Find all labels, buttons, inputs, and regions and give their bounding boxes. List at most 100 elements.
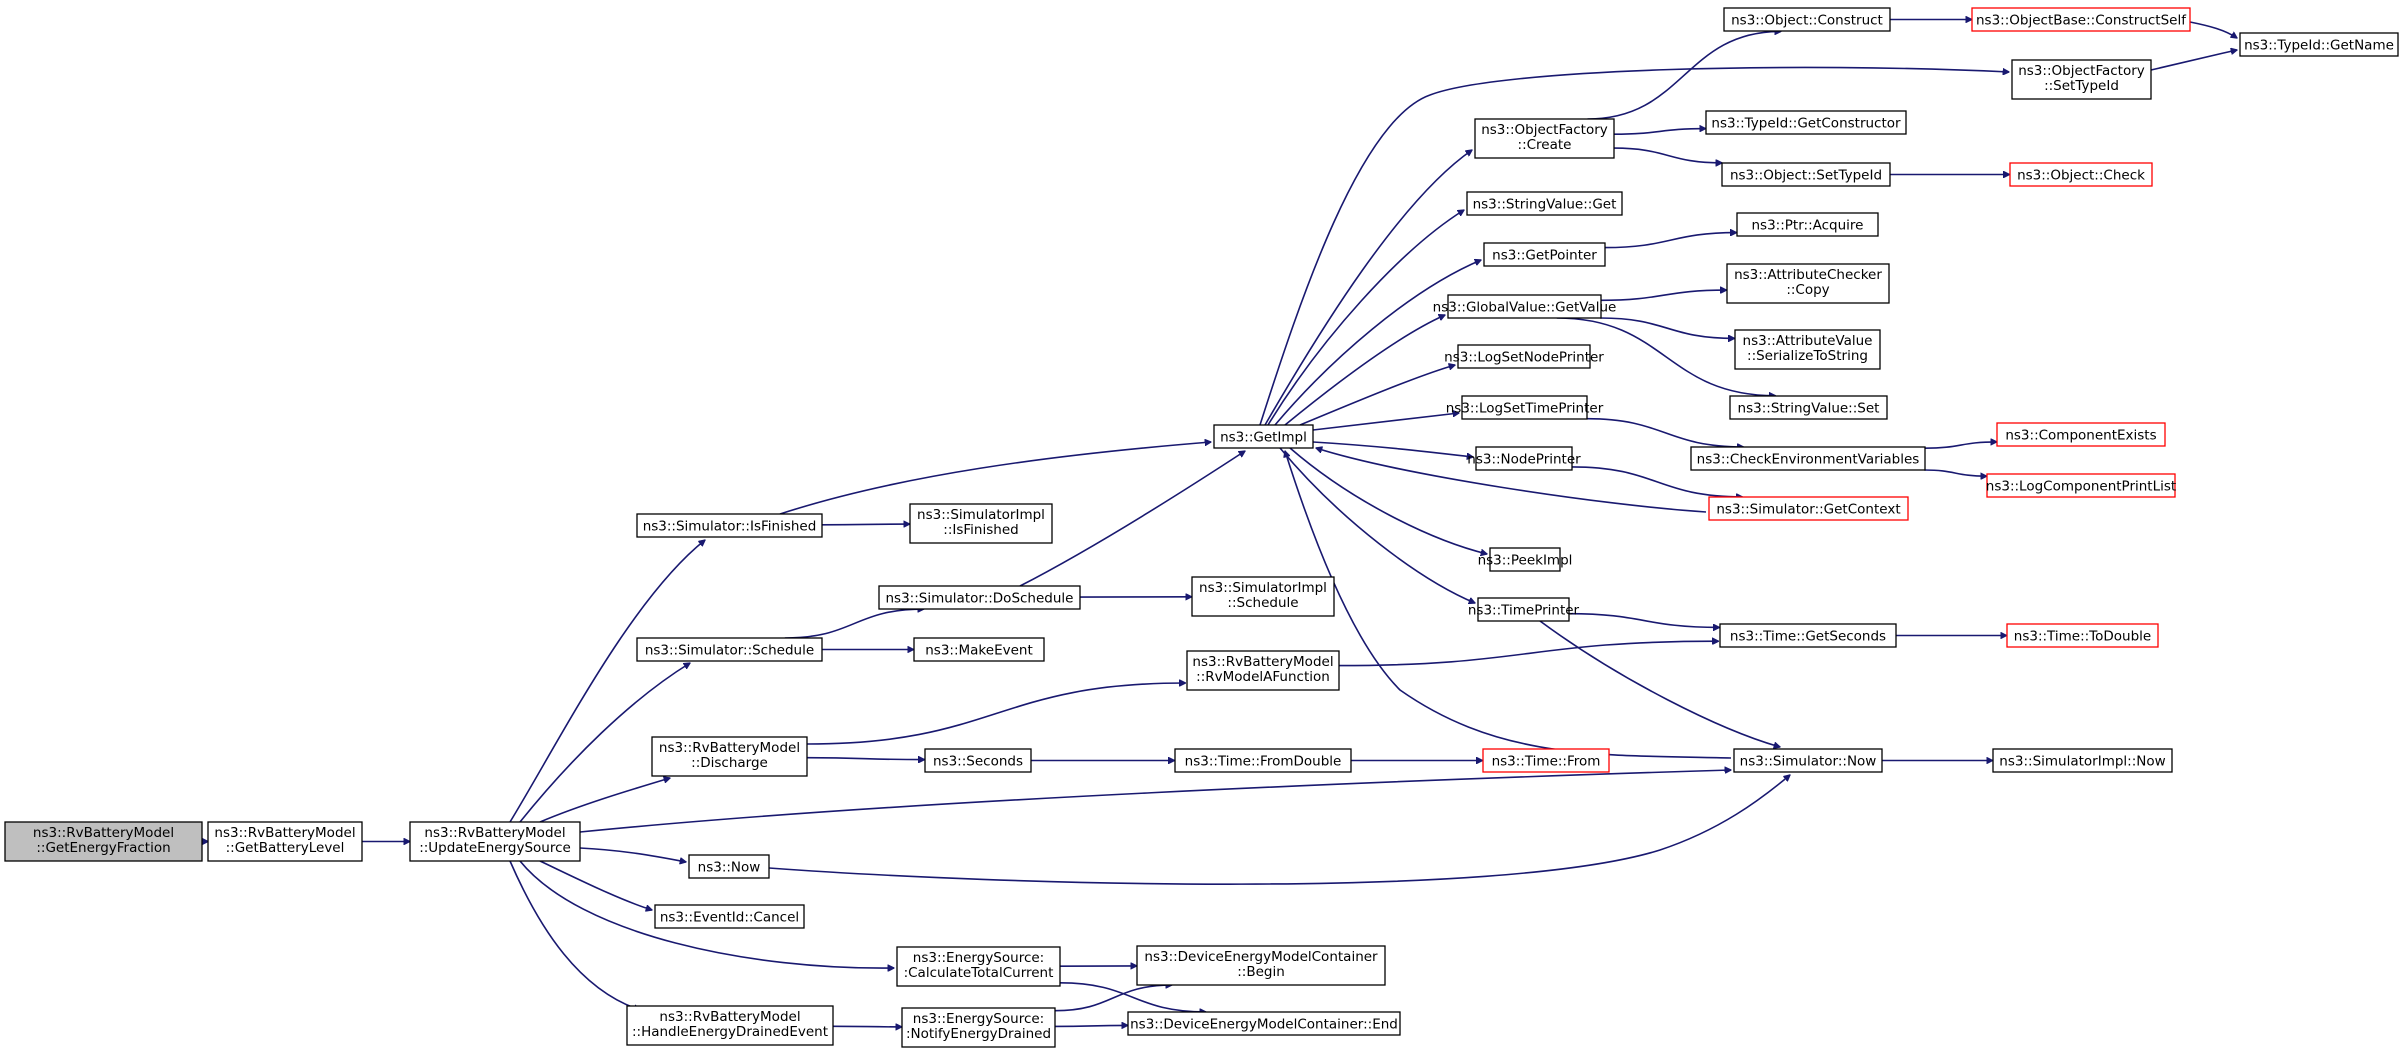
function-node-n14[interactable]: ns3::EnergySource::NotifyEnergyDrained (901, 1007, 1056, 1048)
node-box[interactable] (626, 1005, 834, 1046)
node-box[interactable] (2011, 59, 2152, 100)
node-box[interactable] (688, 854, 770, 879)
node-box[interactable] (1461, 395, 1588, 420)
function-node-n18[interactable]: ns3::DeviceEnergyModelContainer::Begin (1136, 945, 1386, 986)
function-node-n22[interactable]: ns3::StringValue::Get (1466, 191, 1623, 216)
function-node-n42[interactable]: ns3::ObjectBase::ConstructSelf (1971, 7, 2191, 32)
function-node-n6[interactable]: ns3::Now (688, 854, 770, 879)
node-box[interactable] (1708, 496, 1909, 521)
function-node-n20[interactable]: ns3::GetImpl (1213, 424, 1314, 449)
node-box[interactable] (1723, 7, 1891, 32)
function-node-n1[interactable]: ns3::RvBatteryModel::GetBatteryLevel (207, 821, 363, 862)
node-box[interactable] (909, 503, 1053, 544)
function-node-n5[interactable]: ns3::RvBatteryModel::Discharge (651, 736, 808, 777)
function-node-n12[interactable]: ns3::Seconds (924, 748, 1032, 773)
function-node-n9[interactable]: ns3::SimulatorImpl::IsFinished (909, 503, 1053, 544)
function-node-n37[interactable]: ns3::StringValue::Set (1729, 395, 1888, 420)
function-node-n8[interactable]: ns3::RvBatteryModel::HandleEnergyDrained… (626, 1005, 834, 1046)
function-node-n23[interactable]: ns3::GetPointer (1483, 242, 1606, 267)
node-box[interactable] (1734, 329, 1881, 370)
function-node-n13[interactable]: ns3::EnergySource::CalculateTotalCurrent (896, 946, 1061, 987)
function-node-n44[interactable]: ns3::Object::Check (2009, 162, 2153, 187)
function-node-n34[interactable]: ns3::Ptr::Acquire (1736, 212, 1879, 237)
function-node-n32[interactable]: ns3::TypeId::GetConstructor (1705, 110, 1907, 135)
node-box[interactable] (1992, 748, 2173, 773)
node-box[interactable] (1690, 446, 1926, 471)
node-box[interactable] (1721, 162, 1891, 187)
node-box[interactable] (1466, 191, 1623, 216)
function-node-n24[interactable]: ns3::GlobalValue::GetValue (1433, 294, 1617, 319)
node-box[interactable] (409, 821, 581, 862)
node-box[interactable] (1719, 623, 1897, 648)
function-node-n7[interactable]: ns3::EventId::Cancel (654, 904, 805, 929)
function-node-n45[interactable]: ns3::ComponentExists (1996, 422, 2166, 447)
function-node-n47[interactable]: ns3::Time::ToDouble (2006, 623, 2159, 648)
function-node-n31[interactable]: ns3::Object::Construct (1723, 7, 1891, 32)
function-node-n3[interactable]: ns3::Simulator::IsFinished (636, 513, 823, 538)
node-box[interactable] (207, 821, 363, 862)
function-node-n19[interactable]: ns3::DeviceEnergyModelContainer::End (1127, 1011, 1401, 1036)
function-node-n30[interactable]: ns3::Time::From (1482, 748, 1610, 773)
node-box[interactable] (1733, 748, 1883, 773)
function-node-n16[interactable]: ns3::RvBatteryModel::RvModelAFunction (1186, 650, 1340, 691)
node-box[interactable] (1475, 446, 1573, 471)
node-box[interactable] (4, 821, 203, 862)
function-node-n27[interactable]: ns3::NodePrinter (1467, 446, 1581, 471)
function-node-n46[interactable]: ns3::LogComponentPrintList (1986, 473, 2176, 498)
function-node-n38[interactable]: ns3::CheckEnvironmentVariables (1690, 446, 1926, 471)
function-node-n21[interactable]: ns3::ObjectFactory::Create (1474, 118, 1615, 159)
function-node-n11[interactable]: ns3::MakeEvent (913, 637, 1045, 662)
function-node-n49[interactable]: ns3::TypeId::GetName (2239, 32, 2399, 57)
node-box[interactable] (1136, 945, 1386, 986)
node-box[interactable] (1213, 424, 1314, 449)
node-box[interactable] (1729, 395, 1888, 420)
function-node-n15[interactable]: ns3::SimulatorImpl::Schedule (1191, 576, 1335, 617)
node-box[interactable] (1483, 242, 1606, 267)
function-node-n39[interactable]: ns3::Simulator::GetContext (1708, 496, 1909, 521)
node-box[interactable] (1971, 7, 2191, 32)
function-node-n35[interactable]: ns3::AttributeChecker::Copy (1726, 263, 1890, 304)
node-box[interactable] (1474, 118, 1615, 159)
function-node-n0[interactable]: ns3::RvBatteryModel::GetEnergyFraction (4, 821, 203, 862)
node-box[interactable] (1186, 650, 1340, 691)
node-box[interactable] (654, 904, 805, 929)
node-box[interactable] (2239, 32, 2399, 57)
function-node-n10[interactable]: ns3::Simulator::DoSchedule (878, 585, 1081, 610)
function-node-n40[interactable]: ns3::Time::GetSeconds (1719, 623, 1897, 648)
function-node-n29[interactable]: ns3::TimePrinter (1468, 597, 1580, 622)
node-box[interactable] (1477, 597, 1570, 622)
node-box[interactable] (1482, 748, 1610, 773)
node-box[interactable] (924, 748, 1032, 773)
node-box[interactable] (1489, 547, 1561, 572)
node-box[interactable] (878, 585, 1081, 610)
function-node-n17[interactable]: ns3::Time::FromDouble (1174, 748, 1352, 773)
node-box[interactable] (1127, 1011, 1401, 1036)
function-node-n43[interactable]: ns3::ObjectFactory::SetTypeId (2011, 59, 2152, 100)
node-box[interactable] (1705, 110, 1907, 135)
node-box[interactable] (1736, 212, 1879, 237)
function-node-n28[interactable]: ns3::PeekImpl (1478, 547, 1573, 572)
function-node-n48[interactable]: ns3::SimulatorImpl::Now (1992, 748, 2173, 773)
function-node-n4[interactable]: ns3::Simulator::Schedule (636, 637, 823, 662)
node-box[interactable] (1447, 294, 1602, 319)
node-box[interactable] (901, 1007, 1056, 1048)
function-node-n26[interactable]: ns3::LogSetTimePrinter (1446, 395, 1604, 420)
node-box[interactable] (2006, 623, 2159, 648)
node-box[interactable] (896, 946, 1061, 987)
node-box[interactable] (1191, 576, 1335, 617)
node-box[interactable] (636, 513, 823, 538)
function-node-n33[interactable]: ns3::Object::SetTypeId (1721, 162, 1891, 187)
node-box[interactable] (913, 637, 1045, 662)
node-box[interactable] (1986, 473, 2176, 498)
node-box[interactable] (1726, 263, 1890, 304)
node-box[interactable] (651, 736, 808, 777)
node-box[interactable] (2009, 162, 2153, 187)
function-node-n25[interactable]: ns3::LogSetNodePrinter (1444, 344, 1604, 369)
function-node-n2[interactable]: ns3::RvBatteryModel::UpdateEnergySource (409, 821, 581, 862)
node-box[interactable] (1457, 344, 1591, 369)
node-box[interactable] (1996, 422, 2166, 447)
node-box[interactable] (1174, 748, 1352, 773)
node-box[interactable] (636, 637, 823, 662)
function-node-n36[interactable]: ns3::AttributeValue::SerializeToString (1734, 329, 1881, 370)
function-node-n41[interactable]: ns3::Simulator::Now (1733, 748, 1883, 773)
